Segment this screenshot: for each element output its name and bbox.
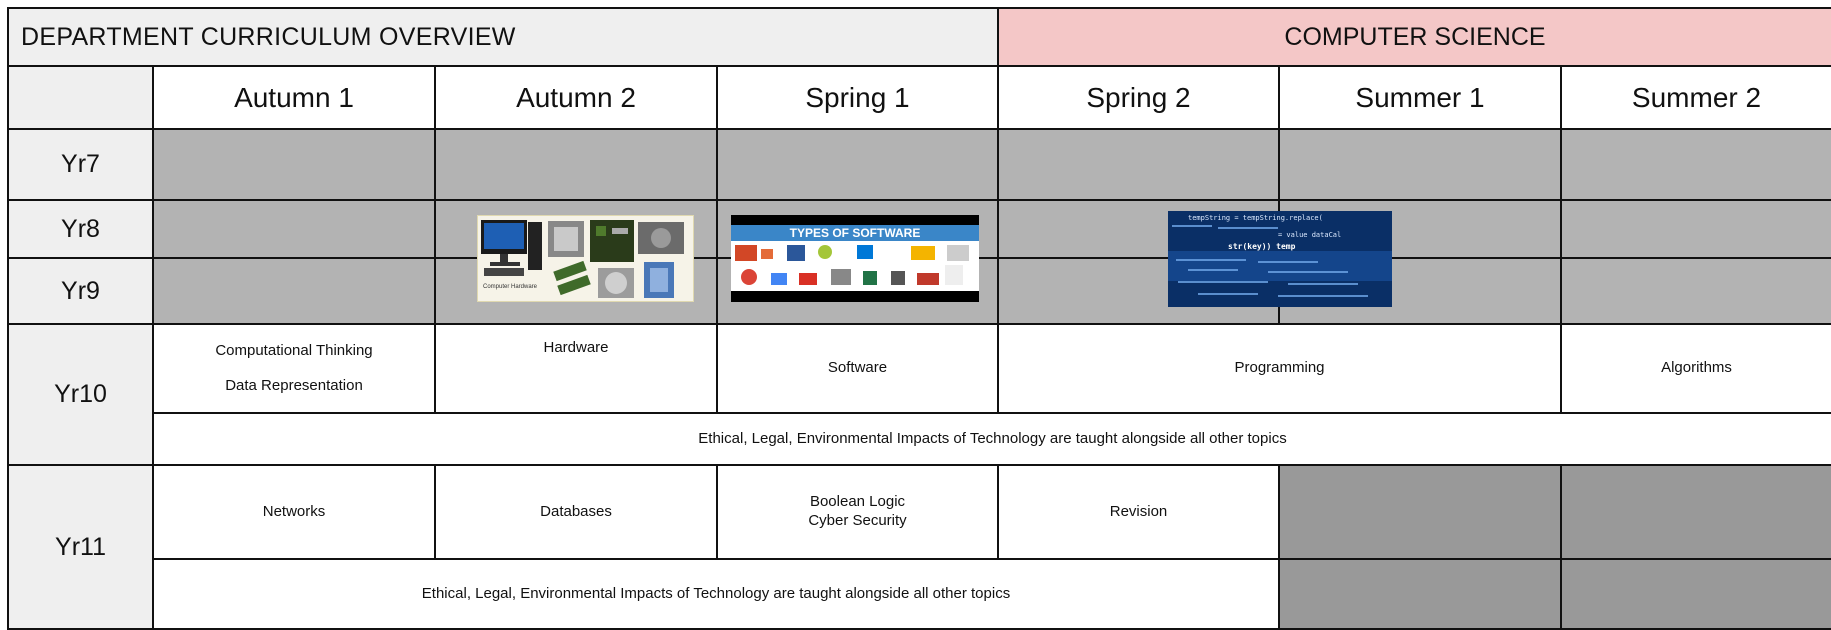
year-label-yr8: Yr8 <box>7 199 154 259</box>
topic-boolean-logic: Boolean Logic <box>809 493 906 511</box>
empty-cell <box>152 128 436 201</box>
unused-cell <box>1560 558 1831 630</box>
topic-software: Software <box>827 359 888 377</box>
topic-data-representation: Data Representation <box>225 376 363 394</box>
term-header-autumn2: Autumn 2 <box>434 65 718 130</box>
hardware-illustration: Computer Hardware <box>481 220 684 298</box>
empty-cell <box>152 199 436 259</box>
topic-computational-thinking: Computational Thinking <box>215 341 373 359</box>
yr11-spring1-topic: Boolean Logic Cyber Security <box>716 464 999 560</box>
topic-networks: Networks <box>262 502 326 520</box>
software-banner: TYPES OF SOFTWARE <box>790 226 921 240</box>
yr11-ethics-note: Ethical, Legal, Environmental Impacts of… <box>152 558 1280 630</box>
unused-cell <box>1278 464 1562 560</box>
code-line: str(key)) temp <box>1228 242 1296 251</box>
empty-cell <box>997 128 1280 201</box>
yr10-spring2-summer1-topic: Programming <box>997 323 1562 414</box>
yr11-autumn1-topic: Networks <box>152 464 436 560</box>
code-line: tempString = tempString.replace( <box>1188 214 1323 222</box>
hardware-image: Computer Hardware <box>477 215 694 302</box>
year-label-yr9: Yr9 <box>7 257 154 325</box>
topic-algorithms: Algorithms <box>1661 359 1732 377</box>
term-header-summer1: Summer 1 <box>1278 65 1562 130</box>
yr10-autumn1-topic: Computational Thinking Data Representati… <box>152 323 436 414</box>
empty-cell <box>1560 199 1831 259</box>
empty-cell <box>434 128 718 201</box>
term-header-summer2: Summer 2 <box>1560 65 1831 130</box>
yr10-spring1-topic: Software <box>716 323 999 414</box>
programming-image: tempString = tempString.replace( str(key… <box>1168 211 1392 307</box>
topic-databases: Databases <box>540 502 612 520</box>
unused-cell <box>1278 558 1562 630</box>
yr10-summer2-topic: Algorithms <box>1560 323 1831 414</box>
empty-cell <box>152 257 436 325</box>
empty-cell <box>1560 128 1831 201</box>
unused-cell <box>1560 464 1831 560</box>
software-image: TYPES OF SOFTWARE <box>731 215 979 302</box>
yr11-autumn2-topic: Databases <box>434 464 718 560</box>
year-label-yr7: Yr7 <box>7 128 154 201</box>
page-title: DEPARTMENT CURRICULUM OVERVIEW <box>7 7 999 67</box>
code-illustration: tempString = tempString.replace( str(key… <box>1168 211 1392 307</box>
term-header-autumn1: Autumn 1 <box>152 65 436 130</box>
ethics-note-text: Ethical, Legal, Environmental Impacts of… <box>421 584 1011 602</box>
ethics-note-text: Ethical, Legal, Environmental Impacts of… <box>698 429 1287 447</box>
hardware-caption: Computer Hardware <box>483 284 538 290</box>
term-header-spring2: Spring 2 <box>997 65 1280 130</box>
yr10-autumn2-topic: Hardware <box>434 323 718 414</box>
yr10-ethics-note: Ethical, Legal, Environmental Impacts of… <box>152 412 1831 466</box>
year-label-yr11: Yr11 <box>7 464 154 630</box>
topic-cyber-security: Cyber Security <box>808 512 907 529</box>
corner-cell <box>7 65 154 130</box>
empty-cell <box>716 128 999 201</box>
software-illustration: TYPES OF SOFTWARE <box>731 225 979 291</box>
year-label-yr10: Yr10 <box>7 323 154 466</box>
code-line: = value dataCal <box>1278 231 1341 239</box>
empty-cell <box>1560 257 1831 325</box>
yr11-spring2-topic: Revision <box>997 464 1280 560</box>
term-header-spring1: Spring 1 <box>716 65 999 130</box>
topic-hardware: Hardware <box>543 339 609 356</box>
topic-programming: Programming <box>1234 359 1325 377</box>
topic-revision: Revision <box>1109 502 1168 520</box>
subject-title: COMPUTER SCIENCE <box>997 7 1831 67</box>
empty-cell <box>1278 128 1562 201</box>
